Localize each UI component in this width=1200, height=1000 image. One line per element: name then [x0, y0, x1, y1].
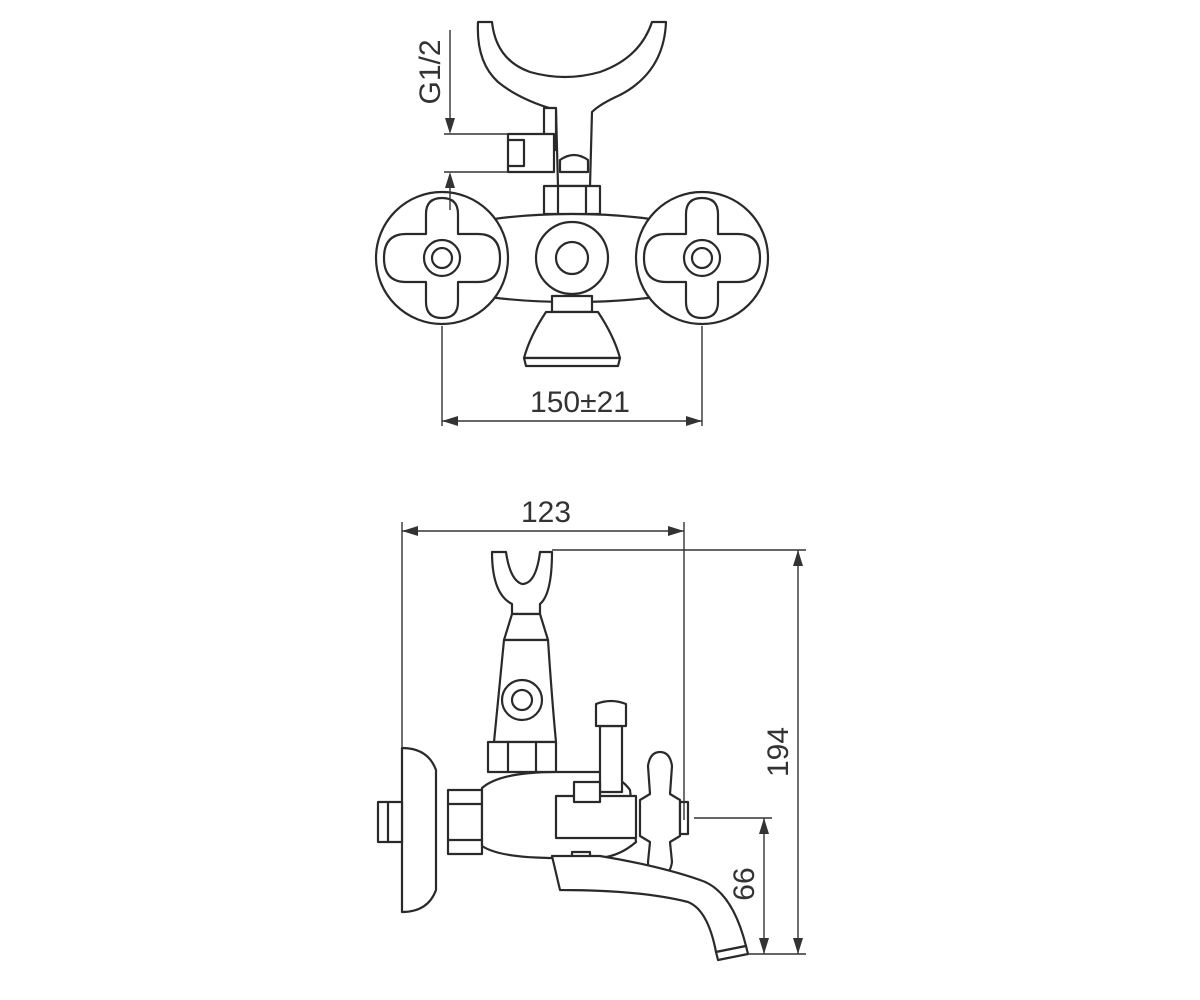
dim-overall-height-label: 194	[762, 727, 795, 777]
side-spout	[550, 854, 748, 954]
front-side-outlet	[506, 132, 556, 174]
front-side-outlet-thread	[506, 138, 526, 168]
side-hex-nut-lines	[506, 740, 538, 774]
front-view: G1/2 150±21	[374, 20, 770, 426]
dim-depth-label: 123	[521, 496, 571, 529]
dim-overall-height: 194	[552, 549, 806, 955]
front-diverter-nut	[542, 184, 602, 216]
side-tube-elbow	[572, 780, 602, 804]
front-center-ring-inner	[554, 240, 590, 276]
dim-spout-height: 66	[694, 817, 772, 954]
side-holder-arm	[502, 612, 550, 642]
side-shower-tube-cap	[594, 699, 628, 728]
side-connector-nut	[446, 788, 484, 856]
side-wall-connector	[376, 800, 404, 844]
front-right-hub-inner	[690, 246, 714, 270]
side-cross-handle	[638, 750, 682, 878]
dim-depth: 123	[401, 496, 685, 820]
dim-center-spacing: 150±21	[441, 326, 703, 426]
dim-thread-label: G1/2	[414, 39, 447, 104]
front-shower-holder	[476, 20, 668, 188]
front-diverter-stem	[558, 153, 590, 174]
front-spout-bell	[522, 310, 622, 360]
side-view: 123 194 66	[376, 496, 806, 962]
side-wall-flange	[400, 746, 438, 914]
side-connector-nut-lines	[446, 802, 484, 842]
front-spout-neck	[550, 294, 594, 314]
side-shower-holder	[490, 550, 554, 616]
front-left-hub-inner	[430, 246, 454, 270]
front-diverter-nut-lines	[556, 184, 588, 216]
dim-center-spacing-label: 150±21	[530, 386, 630, 419]
dim-thread: G1/2	[414, 30, 508, 210]
dim-spout-height-label: 66	[728, 867, 761, 900]
front-spout-mouth	[522, 356, 622, 368]
side-hex-nut	[486, 740, 558, 774]
side-shower-tube	[598, 724, 624, 794]
side-diverter-ring-inner	[510, 688, 534, 712]
side-body-sleeve	[554, 794, 638, 840]
